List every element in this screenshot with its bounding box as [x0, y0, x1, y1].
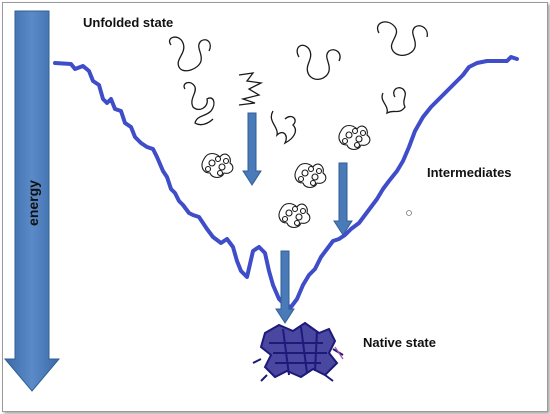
- folding-arrow-3: [275, 250, 295, 324]
- small-circle-marker: [406, 210, 412, 216]
- native-state-label: Native state: [363, 335, 436, 350]
- funnel-diagram: energy: [3, 10, 519, 392]
- folding-arrow-2: [333, 162, 353, 236]
- energy-axis-arrow: energy: [3, 10, 61, 392]
- energy-label: energy: [25, 180, 41, 226]
- folding-arrows: [242, 112, 353, 324]
- intermediates-label: Intermediates: [427, 165, 512, 180]
- folding-arrow-1: [242, 112, 262, 186]
- energy-funnel-curve: [53, 55, 519, 309]
- native-protein-structure: [252, 321, 344, 382]
- intermediate-blobs: [201, 124, 371, 229]
- unfolded-chains: [168, 21, 428, 145]
- unfolded-state-label: Unfolded state: [83, 15, 173, 30]
